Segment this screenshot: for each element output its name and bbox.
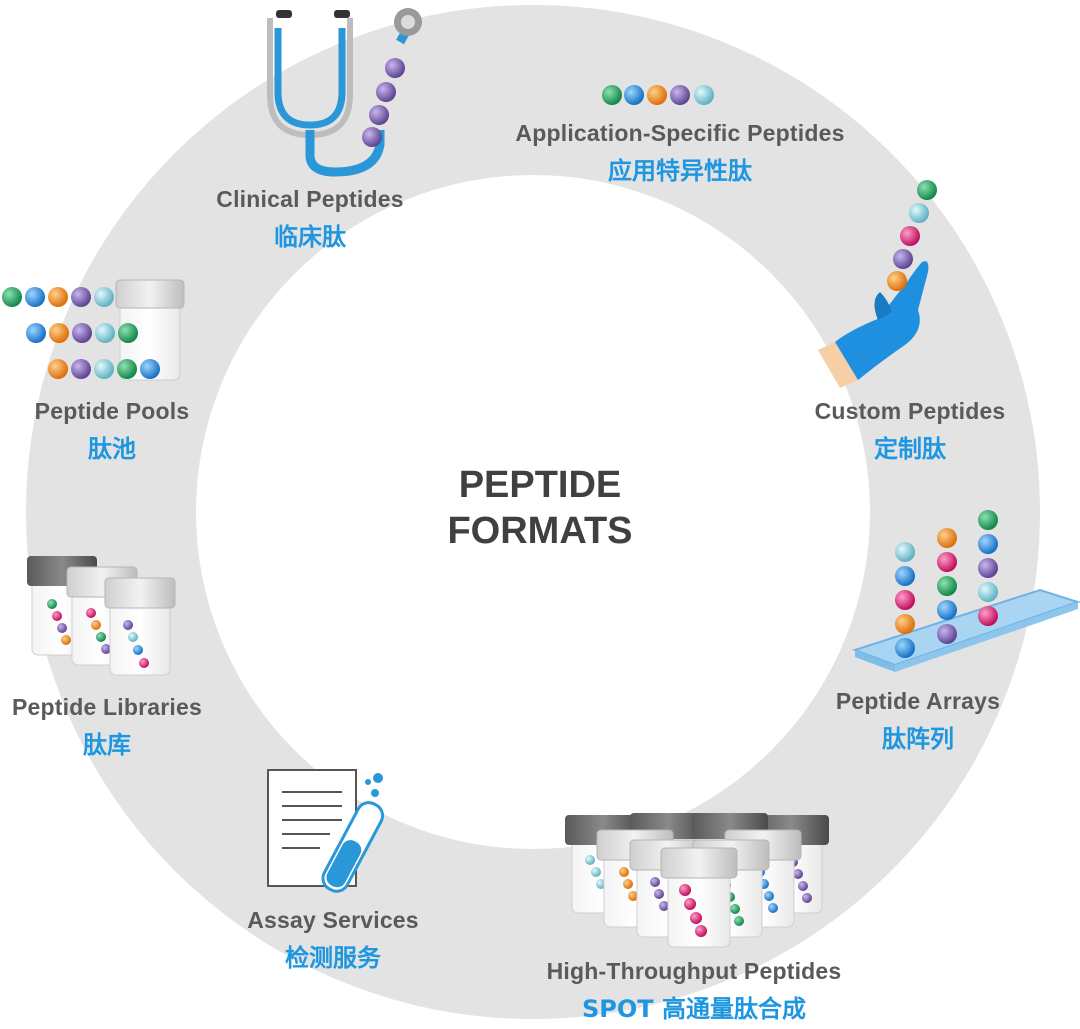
label-libraries-en: Peptide Libraries: [11, 694, 203, 720]
center-title-line2: FORMATS: [447, 510, 633, 552]
glove-hand-icon: [818, 180, 937, 388]
library-jars-icon: [27, 556, 176, 676]
bead-chain-icon: [602, 85, 714, 105]
pool-jar-icon: [2, 279, 185, 381]
label-clinical-zh: 临床肽: [274, 223, 346, 251]
label-application-zh: 应用特异性肽: [608, 157, 752, 185]
array-slide-icon: [851, 510, 1080, 672]
label-arrays-zh: 肽阵列: [882, 725, 954, 753]
label-highthroughput-en: High-Throughput Peptides: [546, 958, 842, 984]
assay-document-icon: [267, 769, 385, 893]
highthroughput-jars-icon: [565, 813, 829, 948]
label-clinical: Clinical Peptides 临床肽: [180, 186, 440, 252]
label-application: Application-Specific Peptides 应用特异性肽: [460, 120, 900, 186]
label-assay: Assay Services 检测服务: [215, 907, 451, 973]
label-custom-zh: 定制肽: [874, 435, 946, 463]
stethoscope-icon: [267, 8, 422, 177]
label-clinical-en: Clinical Peptides: [216, 186, 404, 212]
label-assay-zh: 检测服务: [285, 944, 381, 972]
label-application-en: Application-Specific Peptides: [515, 120, 845, 146]
label-assay-en: Assay Services: [247, 907, 419, 933]
label-libraries-zh: 肽库: [83, 731, 131, 759]
center-title: PEPTIDE FORMATS: [340, 462, 740, 554]
label-pools: Peptide Pools 肽池: [4, 398, 220, 464]
label-highthroughput: High-Throughput Peptides SPOT 高通量肽合成: [504, 958, 884, 1024]
label-libraries: Peptide Libraries 肽库: [0, 694, 214, 760]
label-custom-en: Custom Peptides: [814, 398, 1006, 424]
label-pools-en: Peptide Pools: [34, 398, 190, 424]
outer-ring: [26, 5, 1040, 1019]
label-custom: Custom Peptides 定制肽: [780, 398, 1040, 464]
label-highthroughput-zh: SPOT 高通量肽合成: [581, 995, 806, 1023]
label-arrays: Peptide Arrays 肽阵列: [800, 688, 1036, 754]
label-pools-zh: 肽池: [88, 435, 136, 463]
center-title-line1: PEPTIDE: [458, 464, 622, 506]
label-arrays-en: Peptide Arrays: [835, 688, 1001, 714]
